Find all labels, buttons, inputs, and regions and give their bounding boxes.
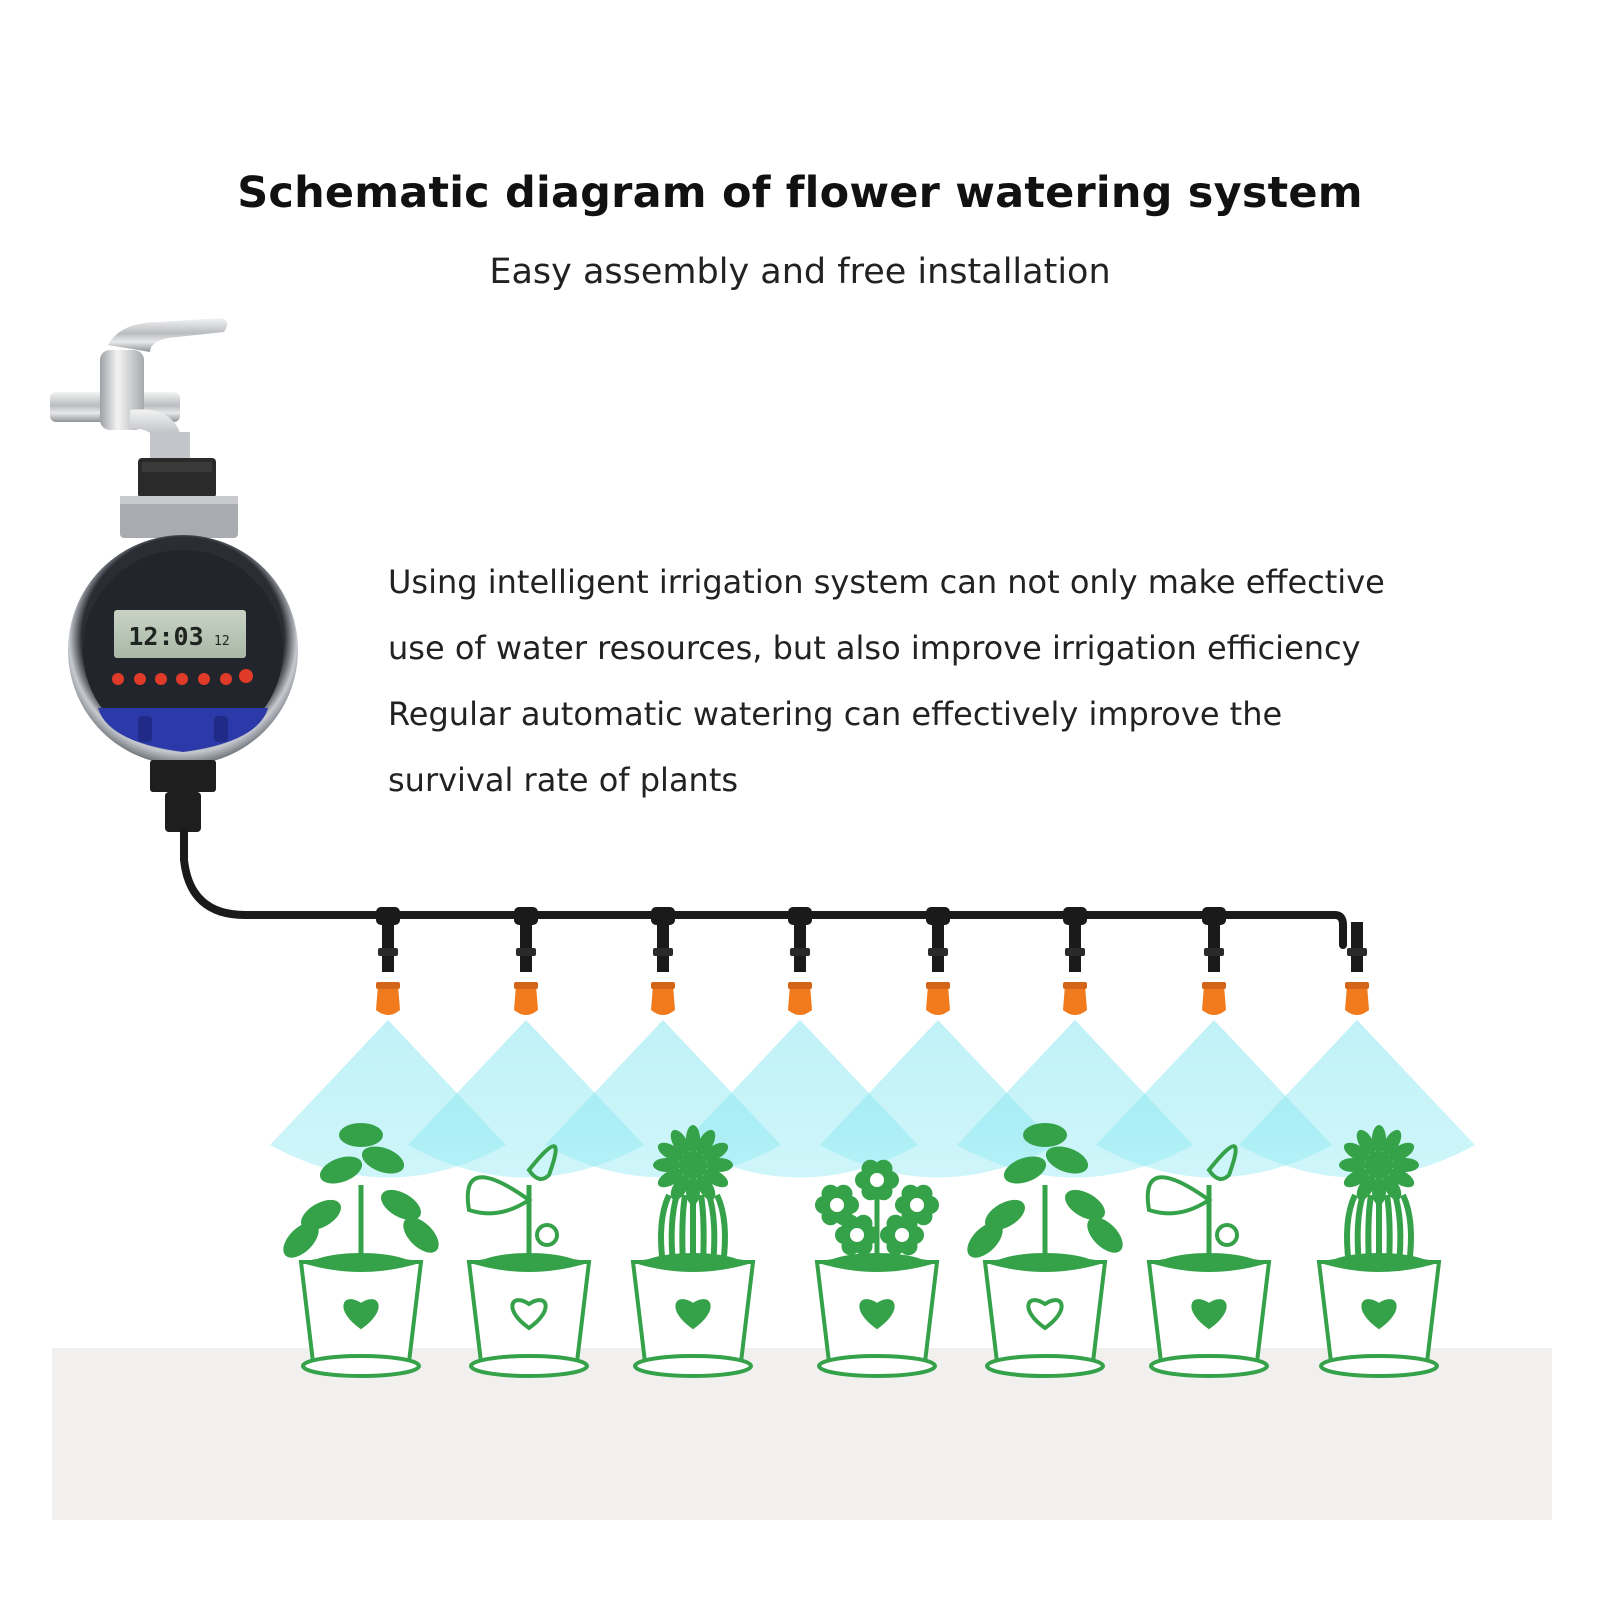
water-timer (68, 458, 298, 832)
flower-pot-icon (630, 1125, 756, 1378)
flower-pot-icon (967, 1123, 1123, 1378)
drip-emitter-icon (514, 907, 538, 1015)
description-line: use of water resources, but also improve… (388, 629, 1361, 667)
description-text: Using intelligent irrigation system can … (388, 562, 1508, 826)
page-subtitle: Easy assembly and free installation (489, 252, 1111, 292)
drip-emitter-icon (1345, 922, 1369, 1015)
timer-buttons (112, 669, 253, 685)
description-line: Using intelligent irrigation system can … (388, 563, 1385, 601)
spray-fans (270, 1020, 1475, 1178)
flower-pot-icon (1145, 1144, 1272, 1378)
flower-pot-icon (283, 1123, 439, 1378)
description-line: Regular automatic watering can effective… (388, 695, 1283, 733)
water-spray (1239, 1020, 1475, 1178)
flower-pot-icon (1316, 1125, 1442, 1378)
drip-emitter-icon (376, 907, 400, 1015)
drip-emitter-icon (1202, 907, 1226, 1015)
description-line: survival rate of plants (388, 761, 739, 799)
drip-hose (180, 828, 1347, 949)
drip-emitter-icon (651, 907, 675, 1015)
drip-emitters (376, 907, 1369, 1015)
faucet-icon (50, 318, 228, 470)
flower-pots (283, 1123, 1442, 1378)
ground-surface (52, 1348, 1552, 1520)
drip-emitter-icon (1063, 907, 1087, 1015)
flower-pot-icon (465, 1144, 592, 1378)
page-title: Schematic diagram of flower watering sys… (237, 168, 1363, 218)
drip-emitter-icon (788, 907, 812, 1015)
drip-emitter-icon (926, 907, 950, 1015)
flower-pot-icon (814, 1159, 940, 1378)
